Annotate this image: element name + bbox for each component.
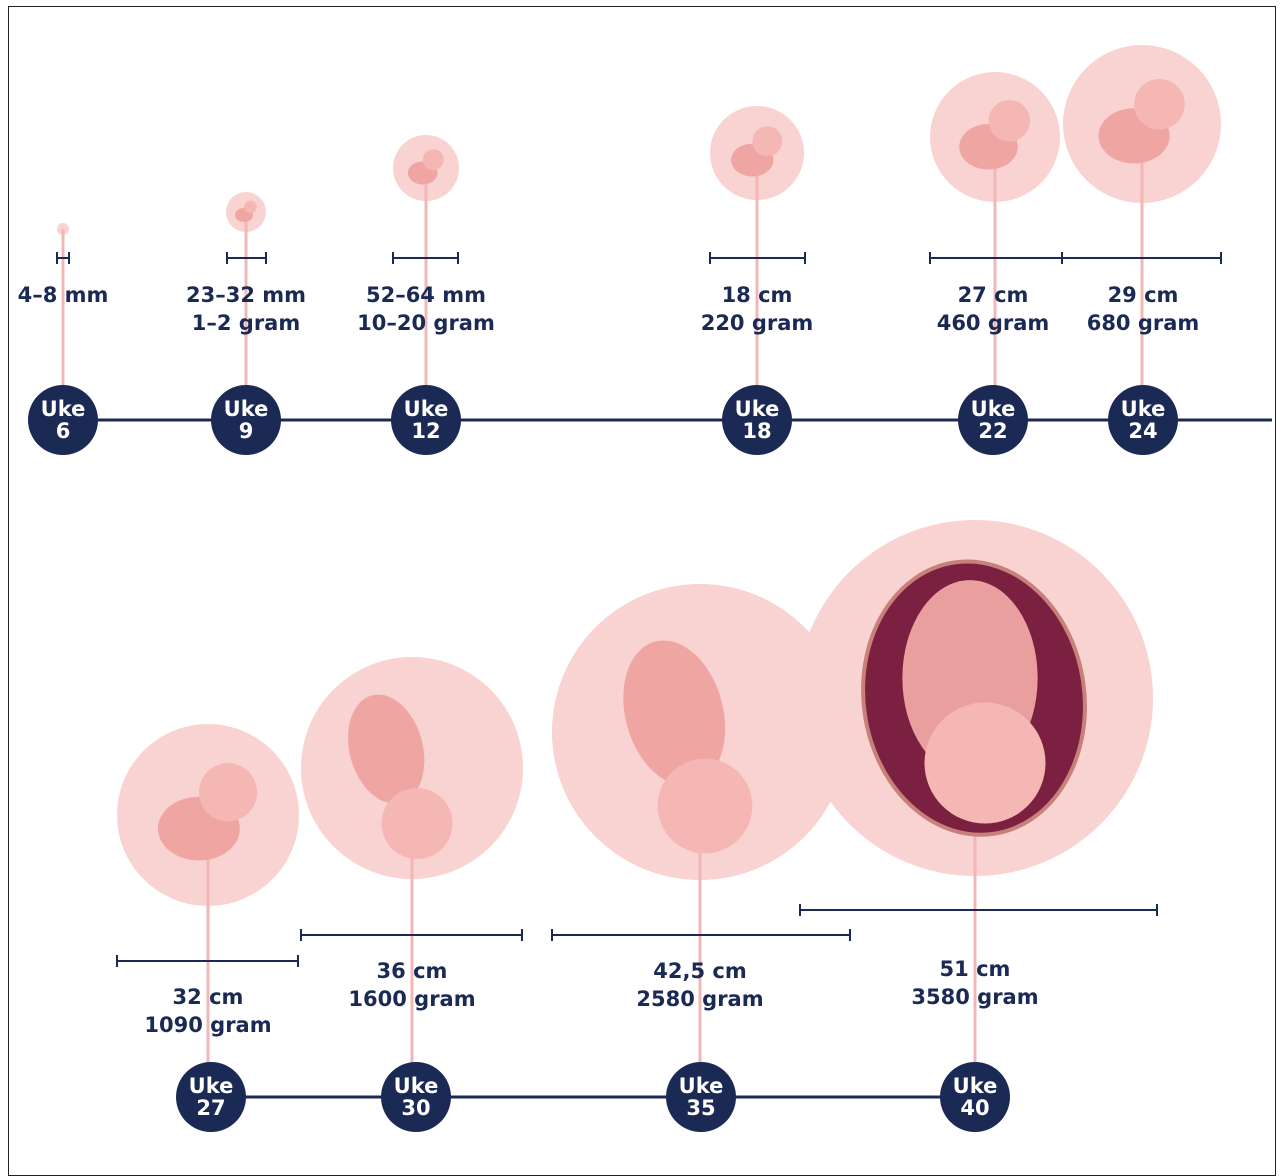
size-label-w6: 4–8 mm [18, 281, 109, 309]
fetus-head [658, 759, 753, 854]
length-text: 27 cm [937, 281, 1050, 309]
weight-text: 460 gram [937, 309, 1050, 337]
week-prefix-text: Uke [41, 398, 86, 420]
length-text: 23–32 mm [186, 281, 306, 309]
length-text: 32 cm [144, 983, 271, 1011]
length-text: 51 cm [911, 955, 1038, 983]
week-prefix-text: Uke [224, 398, 269, 420]
week-prefix-text: Uke [971, 398, 1016, 420]
fetus-head [989, 100, 1031, 142]
length-text: 4–8 mm [18, 281, 109, 309]
week-prefix-text: Uke [679, 1075, 724, 1097]
length-text: 42,5 cm [636, 957, 763, 985]
weight-text: 220 gram [701, 309, 814, 337]
week-prefix-text: Uke [404, 398, 449, 420]
fetus-head [244, 201, 257, 214]
fetus-head [924, 702, 1045, 823]
length-text: 52–64 mm [357, 281, 495, 309]
week-number-text: 6 [56, 420, 71, 442]
fetus-head [1134, 79, 1185, 130]
fetus-head [423, 149, 444, 170]
weight-text: 3580 gram [911, 983, 1038, 1011]
fetus-head [381, 788, 452, 859]
week-number-text: 12 [411, 420, 440, 442]
fetus-head [752, 126, 782, 156]
week-number-text: 27 [196, 1097, 225, 1119]
weight-text: 680 gram [1087, 309, 1200, 337]
week-prefix-text: Uke [394, 1075, 439, 1097]
length-text: 29 cm [1087, 281, 1200, 309]
week-number-text: 18 [742, 420, 771, 442]
fetus-head [199, 763, 257, 821]
week-number-text: 22 [978, 420, 1007, 442]
week-number-text: 30 [401, 1097, 430, 1119]
week-number-text: 24 [1128, 420, 1157, 442]
weight-text: 10–20 gram [357, 309, 495, 337]
length-text: 18 cm [701, 281, 814, 309]
week-number-text: 40 [960, 1097, 989, 1119]
weight-text: 1090 gram [144, 1011, 271, 1039]
weight-text: 2580 gram [636, 985, 763, 1013]
weight-text: 1–2 gram [186, 309, 306, 337]
week-prefix-text: Uke [189, 1075, 234, 1097]
week-prefix-text: Uke [1121, 398, 1166, 420]
week-number-text: 9 [239, 420, 254, 442]
week-prefix-text: Uke [953, 1075, 998, 1097]
weight-text: 1600 gram [348, 985, 475, 1013]
length-text: 36 cm [348, 957, 475, 985]
week-prefix-text: Uke [735, 398, 780, 420]
week-number-text: 35 [686, 1097, 715, 1119]
